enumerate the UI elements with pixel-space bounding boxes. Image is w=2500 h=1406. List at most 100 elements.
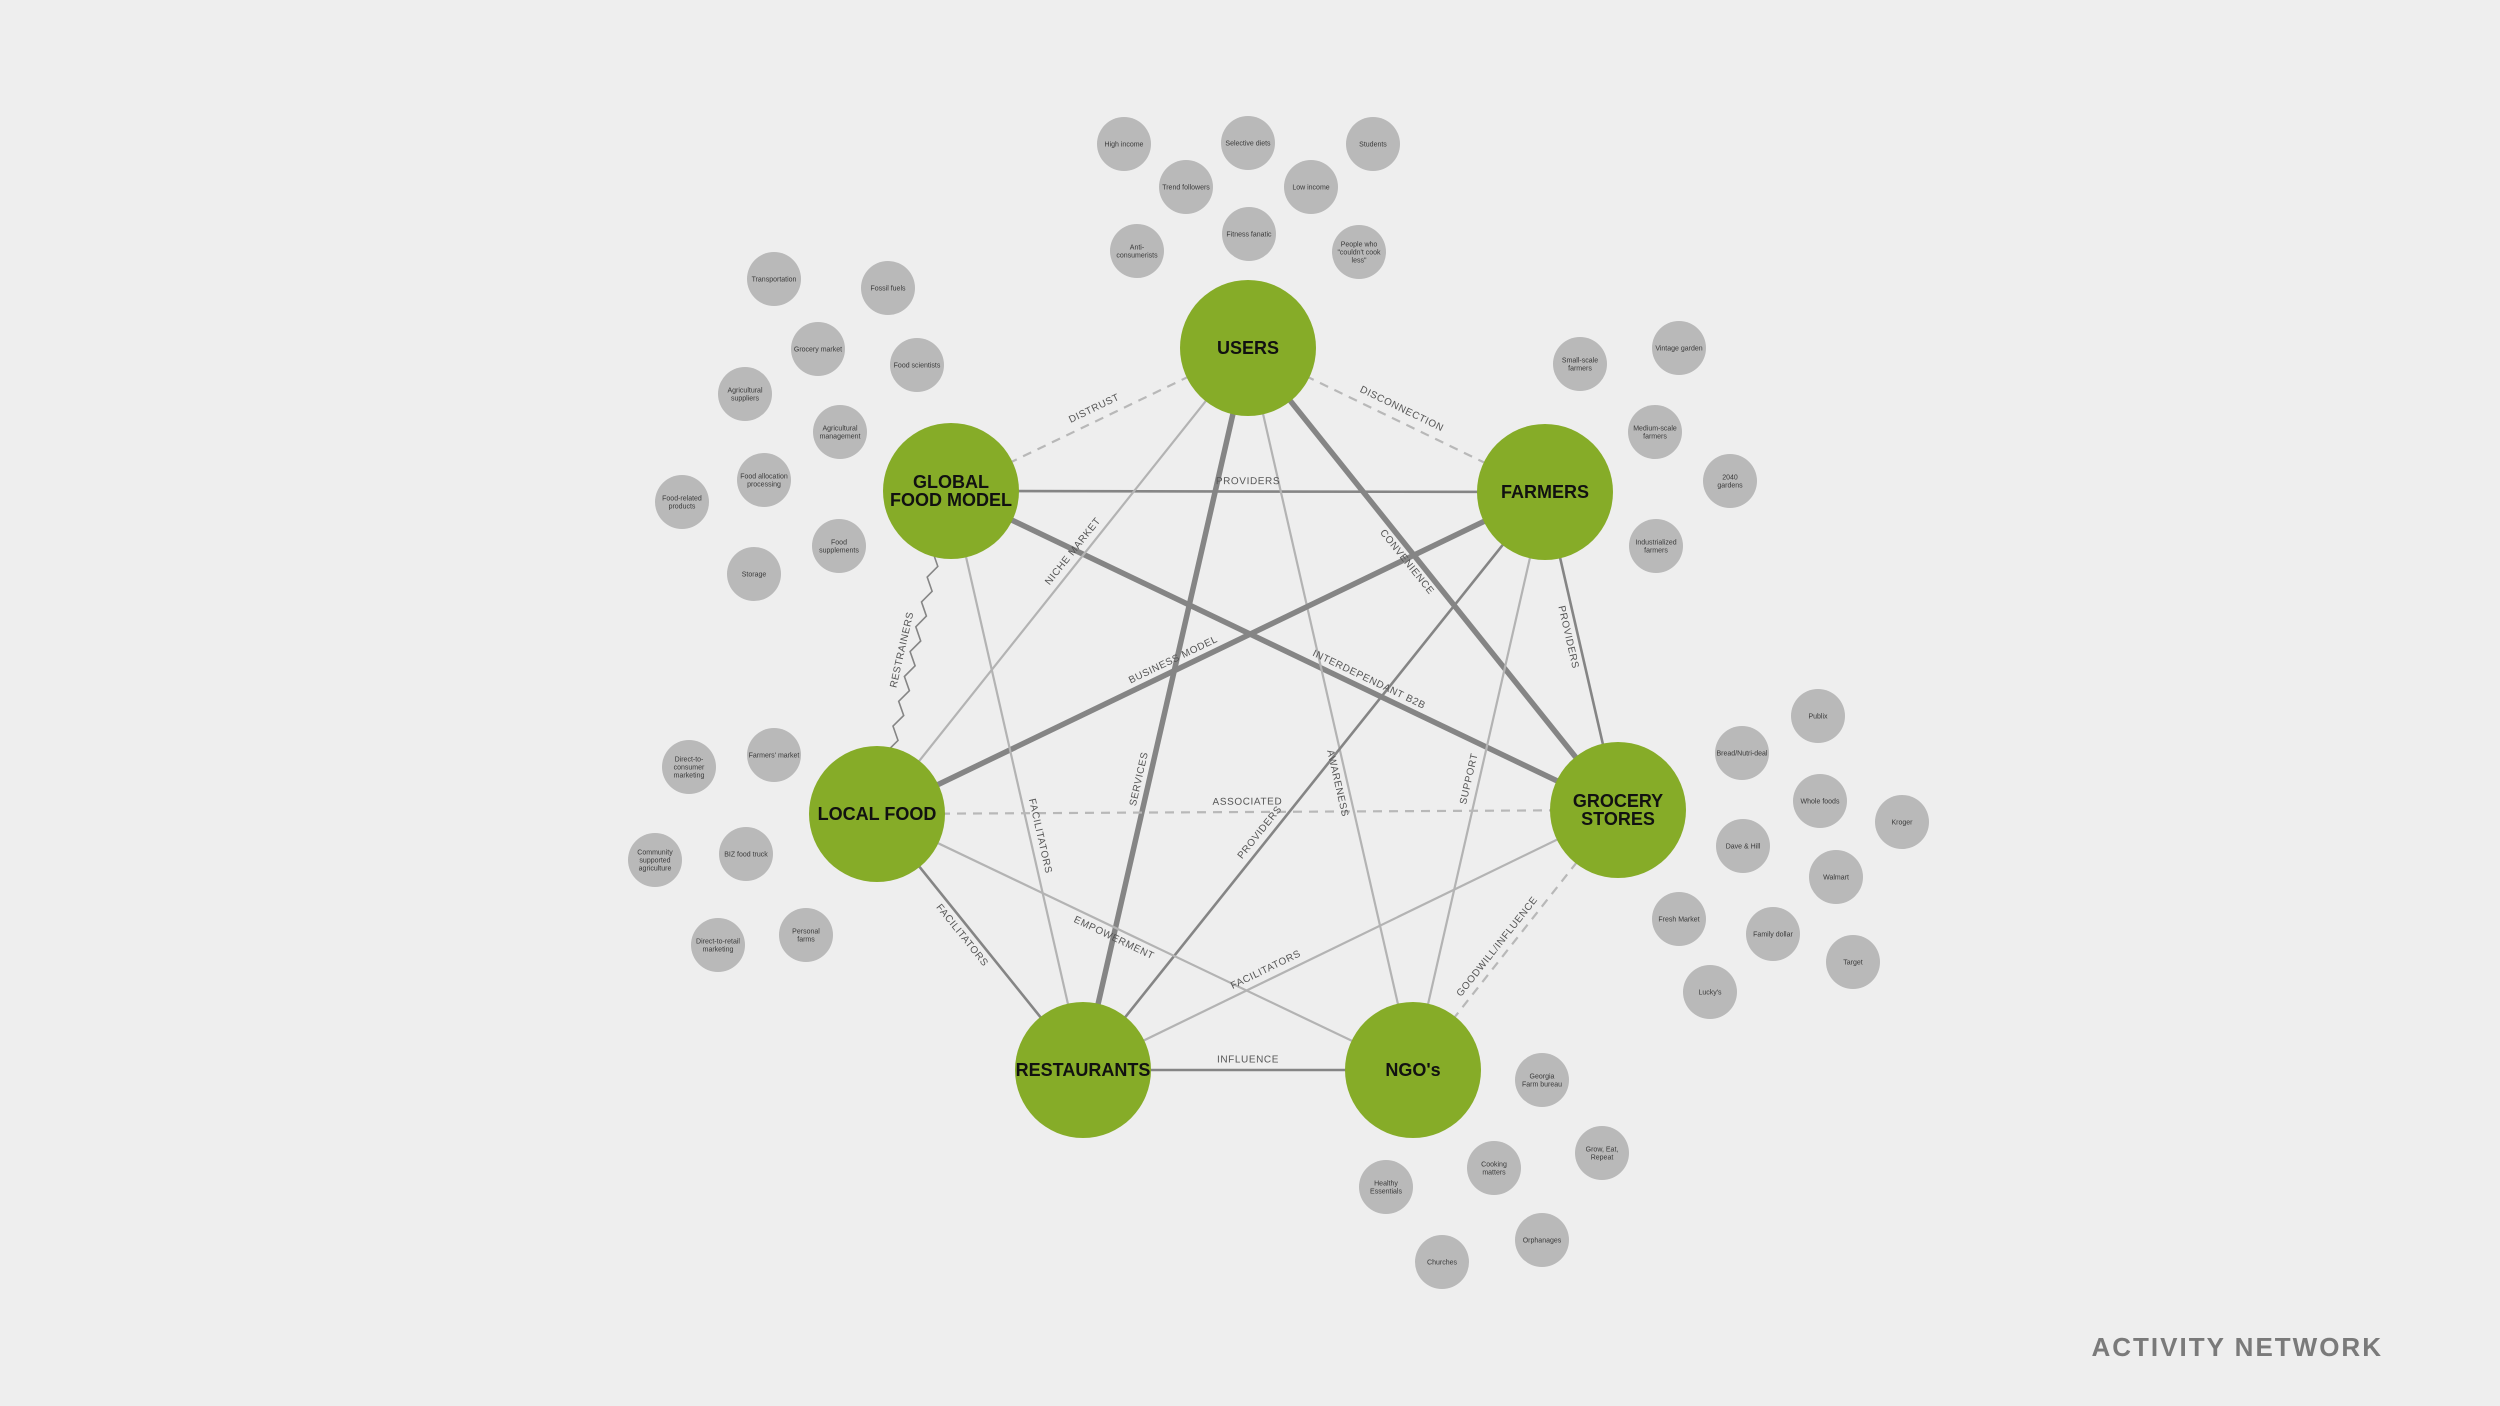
edge-local-ngos: [876, 813, 1414, 1071]
edge-label: AWARENESS: [1324, 749, 1350, 818]
small-node-grocery: Publix: [1791, 689, 1845, 743]
edge-label: NICHE MARKET: [1043, 516, 1103, 588]
small-node-farmers: Vintage garden: [1652, 321, 1706, 375]
edge-label: SUPPORT: [1458, 752, 1480, 805]
small-node-label: Personal: [792, 929, 820, 936]
small-node-circle: [655, 475, 709, 529]
small-node-label: agriculture: [639, 866, 672, 873]
small-node-circle: [662, 740, 716, 794]
small-node-label: farmers: [1643, 434, 1667, 441]
small-node-label: supported: [639, 858, 670, 865]
small-node-circle: [1222, 207, 1276, 261]
main-node-local: LOCAL FOOD: [809, 746, 945, 882]
small-node-circle: [791, 322, 845, 376]
small-node-circle: [812, 519, 866, 573]
small-node-label: 2040: [1722, 475, 1738, 482]
small-node-label: Transportation: [752, 277, 797, 284]
small-node-users: Anti-consumerists: [1110, 224, 1164, 278]
edge-label: INFLUENCE: [1217, 1055, 1279, 1066]
small-node-label: Food allocation: [740, 474, 788, 481]
small-node-grocery: Walmart: [1809, 850, 1863, 904]
small-node-label: Whole foods: [1801, 799, 1840, 806]
edge-users-ngos: [1246, 347, 1415, 1071]
small-node-label: Industrialized: [1635, 540, 1676, 547]
main-node-circle: [1477, 424, 1613, 560]
main-node-circle: [883, 423, 1019, 559]
main-node-label: LOCAL FOOD: [818, 804, 937, 824]
small-node-label: Low income: [1292, 185, 1329, 192]
main-node-label: GROCERY: [1573, 791, 1663, 811]
small-node-label: Storage: [742, 572, 767, 579]
edge-label: PROVIDERS: [1236, 804, 1285, 861]
small-node-label: consumerists: [1116, 253, 1158, 260]
small-node-circle: [1875, 795, 1929, 849]
main-node-users: USERS: [1180, 280, 1316, 416]
small-node-circle: [747, 728, 801, 782]
edge-local-grocery: [876, 808, 1619, 816]
small-node-circle: [1097, 117, 1151, 171]
small-node-circle: [737, 453, 791, 507]
small-node-grocery: Kroger: [1875, 795, 1929, 849]
small-node-label: marketing: [703, 947, 734, 954]
edge-farmers-local: [875, 489, 1547, 817]
main-node-farmers: FARMERS: [1477, 424, 1613, 560]
small-node-ngos: Grow, Eat,Repeat: [1575, 1126, 1629, 1180]
main-node-label: RESTAURANTS: [1016, 1060, 1151, 1080]
small-node-circle: [861, 261, 915, 315]
small-node-label: Direct-to-retail: [696, 939, 740, 946]
small-node-circle: [1793, 774, 1847, 828]
small-node-label: farmers: [1568, 366, 1592, 373]
small-node-label: Fresh Market: [1658, 917, 1699, 924]
small-node-label: management: [820, 434, 861, 441]
small-node-circle: [1221, 116, 1275, 170]
edge-label: EMPOWERMENT: [1072, 914, 1156, 962]
main-node-label: FARMERS: [1501, 482, 1589, 502]
main-node-circle: [1180, 280, 1316, 416]
small-node-label: Agricultural: [822, 426, 857, 433]
small-node-label: Essentials: [1370, 1189, 1402, 1196]
small-node-label: Family dollar: [1753, 932, 1793, 939]
small-node-label: suppliers: [731, 396, 760, 403]
edge-layer: [875, 346, 1621, 1072]
small-node-label: less": [1352, 258, 1367, 265]
small-node-label: Target: [1843, 960, 1863, 967]
small-node-label: Food-related: [662, 496, 702, 503]
small-node-circle: [1284, 160, 1338, 214]
small-node-grocery: Whole foods: [1793, 774, 1847, 828]
small-node-grocery: Lucky's: [1683, 965, 1737, 1019]
small-node-circle: [1515, 1053, 1569, 1107]
small-node-label: Food: [831, 540, 847, 547]
small-node-circle: [727, 547, 781, 601]
main-node-label: FOOD MODEL: [890, 490, 1012, 510]
main-node-label: NGO's: [1385, 1060, 1440, 1080]
small-node-label: gardens: [1717, 483, 1743, 490]
small-node-circle: [1715, 726, 1769, 780]
small-node-label: Orphanages: [1523, 1238, 1562, 1245]
main-node-ngos: NGO's: [1345, 1002, 1481, 1138]
small-node-circle: [1359, 1160, 1413, 1214]
small-node-label: supplements: [819, 548, 859, 555]
small-node-label: Lucky's: [1698, 990, 1722, 997]
edge-label: PROVIDERS: [1555, 605, 1580, 670]
small-node-label: Kroger: [1891, 820, 1913, 827]
small-node-label: matters: [1482, 1170, 1506, 1177]
small-node-circle: [691, 918, 745, 972]
small-node-circle: [1415, 1235, 1469, 1289]
edge-label: CONVENIENCE: [1377, 528, 1436, 597]
small-node-label: Anti-: [1130, 245, 1145, 252]
small-node-circle: [1575, 1126, 1629, 1180]
small-node-global: Storage: [727, 547, 781, 601]
small-node-global: Grocery market: [791, 322, 845, 376]
small-node-circle: [747, 252, 801, 306]
small-node-grocery: Family dollar: [1746, 907, 1800, 961]
small-node-circle: [813, 405, 867, 459]
edge-label: GOODWILL/INFLUENCE: [1455, 895, 1541, 999]
small-node-circle: [1809, 850, 1863, 904]
small-node-circle: [1652, 892, 1706, 946]
small-node-circle: [1716, 819, 1770, 873]
small-node-circle: [890, 338, 944, 392]
